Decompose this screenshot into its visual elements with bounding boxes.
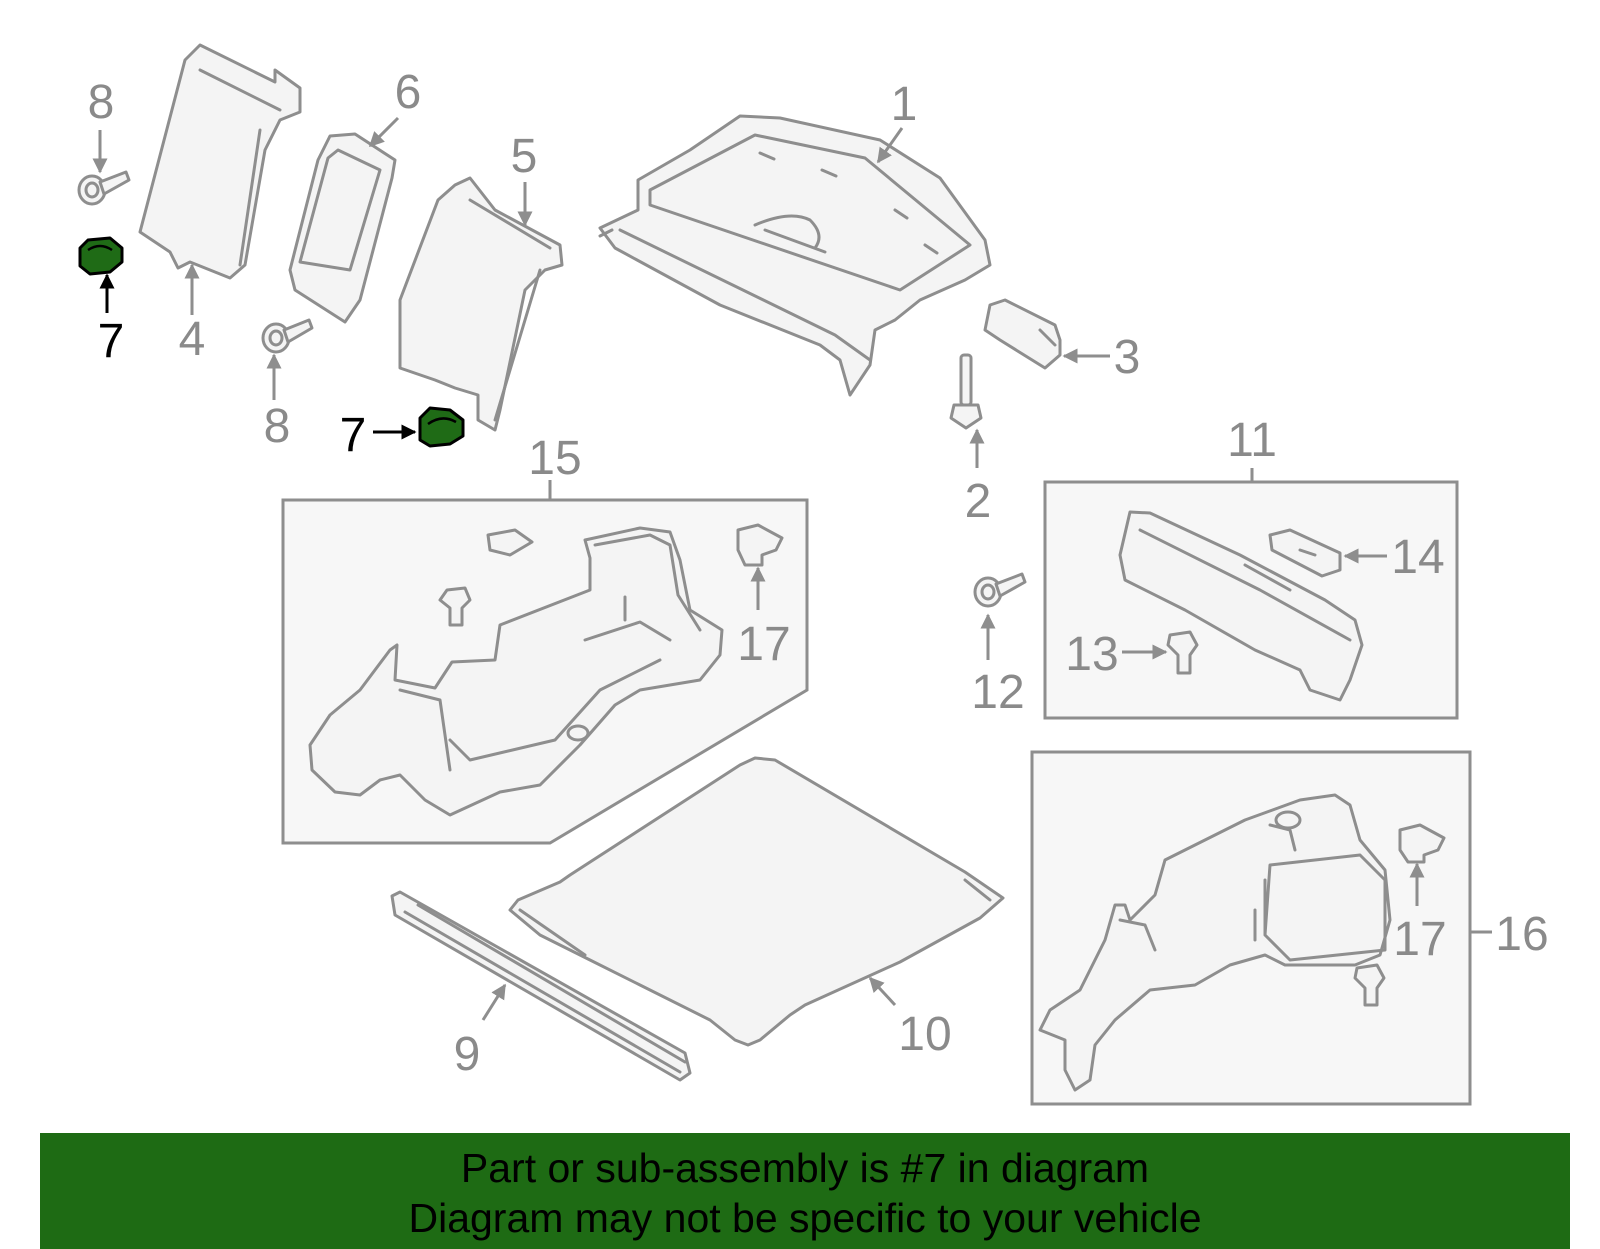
callout-11: 11 <box>1227 414 1277 467</box>
part-14-bracket[interactable] <box>1268 528 1342 578</box>
part-2-bolt[interactable] <box>949 353 983 430</box>
part-7-clip-left[interactable] <box>78 236 124 276</box>
part-15-clip[interactable] <box>486 528 534 557</box>
callout-6: 6 <box>395 66 422 119</box>
part-1-package-tray[interactable] <box>598 114 992 397</box>
callout-7-right[interactable]: 7 <box>340 409 367 462</box>
callout-1: 1 <box>891 78 918 131</box>
part-16-push-pin[interactable] <box>1353 963 1386 1007</box>
part-4-quarter-trim-panel[interactable] <box>138 43 302 280</box>
callout-2: 2 <box>965 475 992 528</box>
part-11-sill-trim[interactable] <box>1118 510 1364 702</box>
part-8-screw-lower[interactable] <box>261 318 314 354</box>
part-16-side-trim[interactable] <box>1038 793 1392 1092</box>
callout-7-left[interactable]: 7 <box>98 315 125 368</box>
part-5-quarter-trim-panel[interactable] <box>398 176 564 432</box>
callout-12: 12 <box>971 666 1024 719</box>
part-17-clip-lower[interactable] <box>1398 823 1446 864</box>
box-15-trim-group <box>281 480 809 845</box>
part-12-screw[interactable] <box>973 572 1027 608</box>
callout-13: 13 <box>1065 628 1118 681</box>
callout-3: 3 <box>1114 331 1141 384</box>
callout-14: 14 <box>1391 531 1444 584</box>
part-15-push-pin[interactable] <box>438 586 472 627</box>
part-10-trunk-mat[interactable] <box>508 756 1005 1047</box>
callout-5: 5 <box>511 130 538 183</box>
callout-16: 16 <box>1495 908 1548 961</box>
callout-10: 10 <box>898 1008 951 1061</box>
leader-lines <box>92 116 1425 1021</box>
part-8-screw-upper[interactable] <box>77 170 131 206</box>
part-6-window-trim[interactable] <box>288 132 397 324</box>
part-3-bracket[interactable] <box>983 298 1062 370</box>
info-banner: Part or sub-assembly is #7 in diagram Di… <box>40 1133 1570 1249</box>
callout-8-lower: 8 <box>264 400 291 453</box>
callout-15: 15 <box>528 432 581 485</box>
callout-17-upper: 17 <box>737 618 790 671</box>
part-15-side-trim[interactable] <box>308 526 724 817</box>
callout-8-upper: 8 <box>88 76 115 129</box>
part-7-clip-right[interactable] <box>418 406 465 448</box>
callout-labels: 8 7 4 6 5 8 7 1 3 2 15 17 11 14 13 12 17… <box>88 66 1549 1081</box>
callout-4: 4 <box>179 313 206 366</box>
part-9-sill-plate[interactable] <box>390 890 692 1082</box>
banner-line-2: Diagram may not be specific to your vehi… <box>408 1195 1202 1241</box>
part-17-clip-upper[interactable] <box>736 523 784 567</box>
callout-9: 9 <box>454 1028 481 1081</box>
callout-17-lower: 17 <box>1393 913 1446 966</box>
box-11-trim-group <box>1043 468 1459 720</box>
box-16-trim-group <box>1030 750 1492 1106</box>
part-13-push-pin[interactable] <box>1166 630 1199 675</box>
banner-line-1: Part or sub-assembly is #7 in diagram <box>460 1145 1150 1191</box>
